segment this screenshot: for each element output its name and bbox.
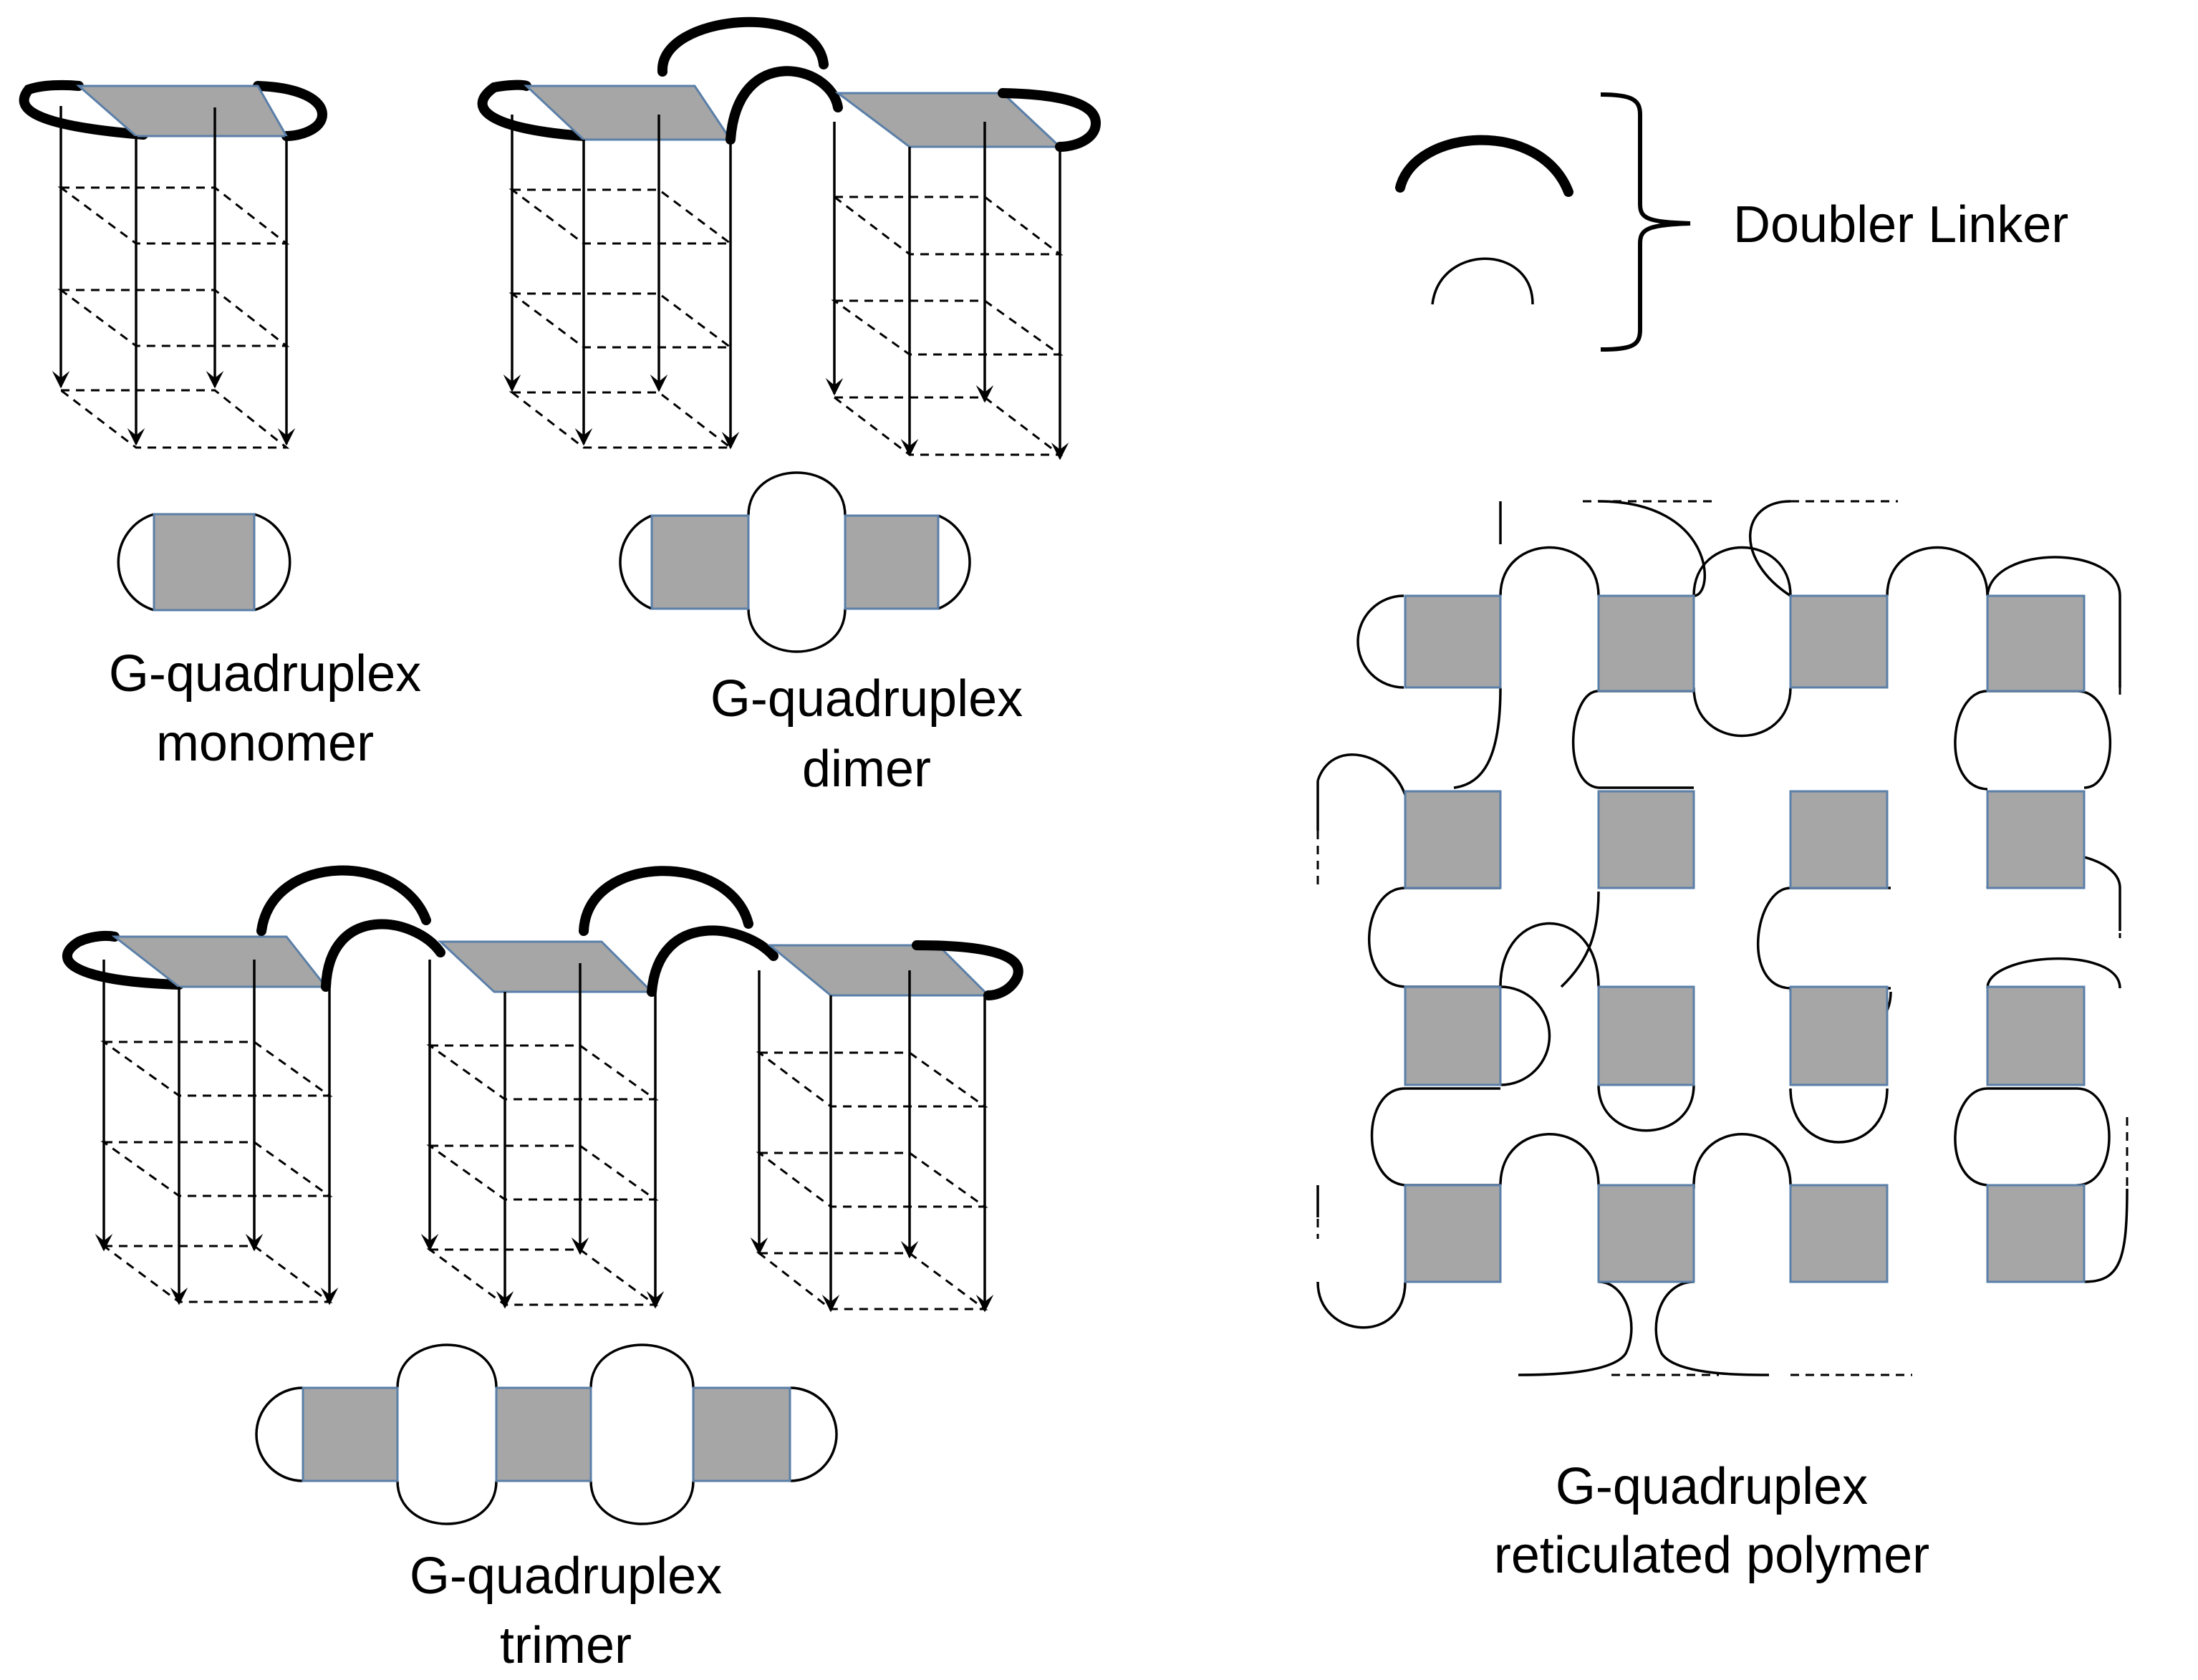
- dimer-3d: [477, 16, 1102, 460]
- dimer-2d: [619, 471, 971, 653]
- polymer-label-line2: reticulated polymer: [1494, 1527, 1929, 1584]
- trimer-3d: [62, 865, 1023, 1313]
- dimer-label-line1: G-quadruplex: [710, 670, 1023, 728]
- dimer-label-line2: dimer: [802, 740, 931, 798]
- trimer-label-line2: trimer: [500, 1617, 632, 1674]
- linker-bracket: [1600, 92, 1691, 352]
- monomer-2d: [117, 513, 291, 612]
- monomer-3d: [19, 79, 328, 449]
- monomer-label-line1: G-quadruplex: [109, 645, 421, 703]
- polymer-label-line1: G-quadruplex: [1556, 1458, 1868, 1515]
- reticulated-polymer: [1316, 500, 2129, 1376]
- doubler-linker-label: Doubler Linker: [1733, 196, 2068, 254]
- trimer-2d: [255, 1343, 838, 1525]
- doubler-linker-legend: [1395, 92, 1691, 352]
- trimer-label-line1: G-quadruplex: [410, 1548, 722, 1605]
- monomer-label-line2: monomer: [156, 715, 374, 772]
